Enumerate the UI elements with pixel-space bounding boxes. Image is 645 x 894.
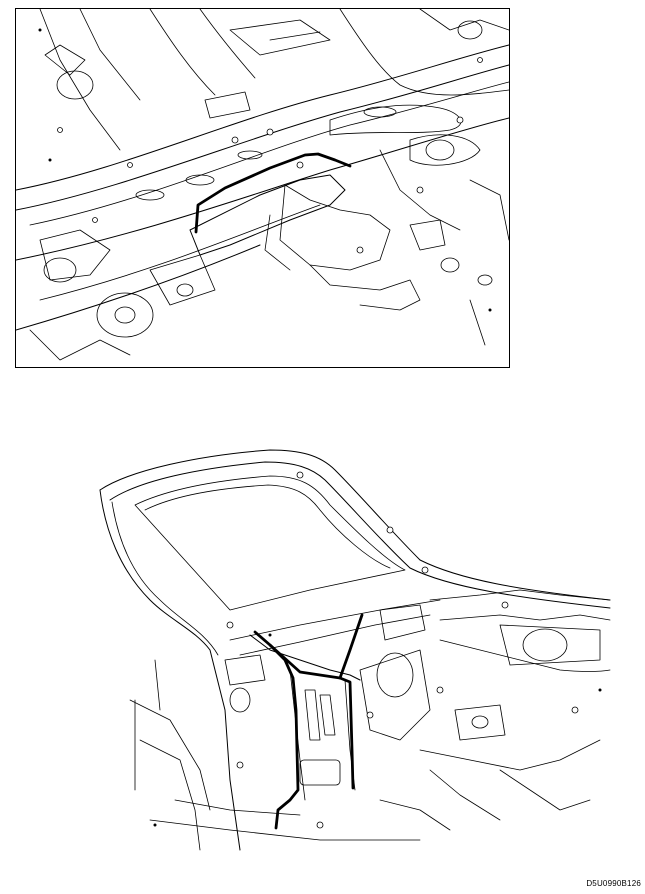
bottom-cut-line-upper [338, 613, 364, 680]
top-illustration [0, 0, 645, 400]
figure-code-label: D5U0990B126 [586, 879, 641, 888]
bottom-cut-line-right [268, 643, 355, 790]
top-body-panel-drawing [16, 9, 509, 361]
bottom-body-panel-drawing [99, 449, 611, 851]
top-cut-line [194, 152, 352, 234]
top-illustration-frame [15, 8, 510, 368]
bottom-illustration [0, 410, 645, 880]
